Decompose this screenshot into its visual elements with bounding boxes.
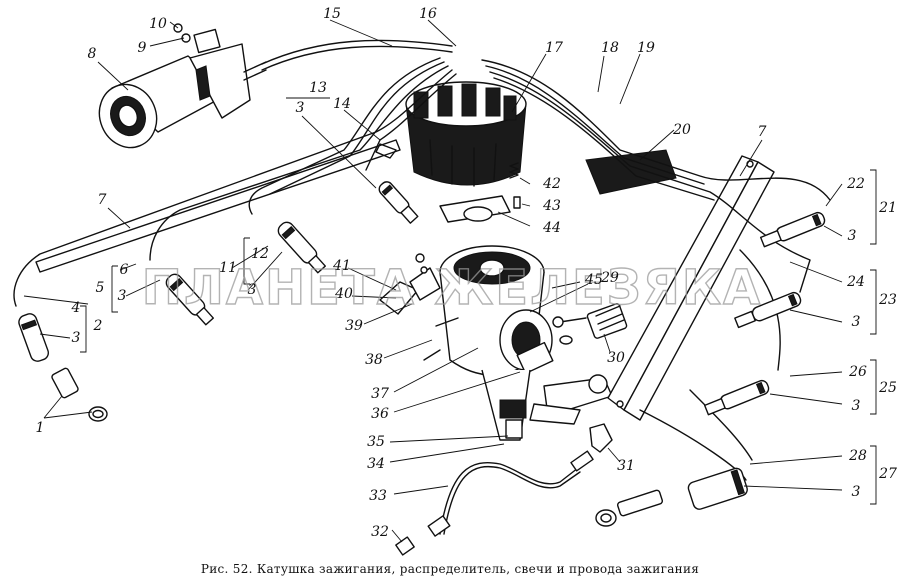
callout-c44: 44 [542, 220, 561, 236]
callout-c28: 28 [848, 448, 867, 464]
plug-cap-c3d [165, 273, 214, 326]
callout-c8: 8 [88, 46, 97, 62]
callout-c18: 18 [601, 40, 619, 56]
callout-c3f: 3 [72, 330, 81, 346]
callout-c32: 32 [371, 524, 389, 540]
callout-c9: 9 [138, 40, 147, 56]
callout-c35: 35 [367, 434, 385, 450]
contact-parts [379, 253, 441, 315]
callout-c36: 36 [371, 406, 389, 422]
plug-cap-c3g [703, 379, 770, 416]
callout-c22: 22 [846, 176, 865, 192]
callout-c3d: 3 [118, 288, 127, 304]
callout-c27: 27 [878, 466, 897, 482]
callout-c40: 40 [334, 286, 353, 302]
callout-c43: 43 [542, 198, 561, 214]
ignition-wires [13, 39, 831, 481]
callout-c29: 29 [600, 270, 619, 286]
callout-c7a: 7 [758, 124, 767, 140]
watermark: ПЛАНЕТА ЖЕЛЕЗЯКА [142, 260, 762, 316]
callout-c25: 25 [878, 380, 897, 396]
callout-c14: 14 [333, 96, 351, 112]
callout-c23: 23 [878, 292, 897, 308]
callout-c12: 12 [251, 246, 269, 262]
callout-c21: 21 [878, 200, 897, 216]
callout-c24: 24 [846, 274, 865, 290]
callout-c26: 26 [848, 364, 867, 380]
callout-c42: 42 [542, 176, 561, 192]
callout-c30: 30 [607, 350, 625, 366]
figure-caption: Рис. 52. Катушка зажигания, распределите… [200, 562, 700, 576]
callout-c10: 10 [149, 16, 167, 32]
plug-cap-c3h [687, 467, 748, 510]
callout-c31: 31 [617, 458, 635, 474]
octane-corrector [552, 303, 628, 345]
distributor-cap [405, 81, 527, 187]
callout-c20: 20 [672, 122, 691, 138]
callout-c45: 45 [584, 272, 603, 288]
callout-c4: 4 [71, 300, 81, 316]
callout-c2: 2 [93, 318, 103, 334]
callout-c15: 15 [323, 6, 341, 22]
leader-lines [23, 19, 877, 543]
callout-c19: 19 [637, 40, 655, 56]
callout-c3e: 3 [852, 314, 861, 330]
callout-c3a: 3 [296, 100, 305, 116]
callout-c37: 37 [371, 386, 389, 402]
callout-c6: 6 [120, 262, 129, 278]
callout-c38: 38 [365, 352, 383, 368]
callout-c7b: 7 [98, 192, 107, 208]
distributor-body [423, 245, 613, 441]
callout-c17: 17 [545, 40, 563, 56]
callout-c39: 39 [345, 318, 363, 334]
plug-cap-c3a [378, 181, 419, 224]
callout-labels: 10 9 8 15 16 17 18 19 13 3 14 20 7 7 42 … [36, 6, 897, 540]
callout-c34: 34 [367, 456, 385, 472]
wire-bracket-left [35, 139, 401, 273]
vacuum-tube [395, 423, 613, 556]
callout-c13: 13 [309, 80, 327, 96]
callout-c3h: 3 [852, 484, 861, 500]
callout-c11: 11 [219, 260, 237, 276]
plug-tip-bottom [595, 489, 664, 527]
callout-c16: 16 [419, 6, 437, 22]
callout-c33: 33 [369, 488, 387, 504]
wire-bracket-right [607, 155, 775, 421]
plug-cap-c3c [277, 221, 326, 274]
callout-c1: 1 [36, 420, 45, 436]
ignition-coil [98, 23, 267, 149]
plug-cap-c3f [18, 313, 50, 362]
callout-c5: 5 [96, 280, 105, 296]
plug-tip-c1 [51, 367, 108, 422]
rotor-parts [439, 162, 521, 223]
callout-c3c: 3 [248, 282, 257, 298]
callout-c41: 41 [332, 258, 351, 274]
callout-c3g: 3 [852, 398, 861, 414]
plug-cap-c3b [759, 211, 826, 248]
callout-c3b: 3 [848, 228, 857, 244]
plug-cap-c3e [734, 291, 802, 329]
